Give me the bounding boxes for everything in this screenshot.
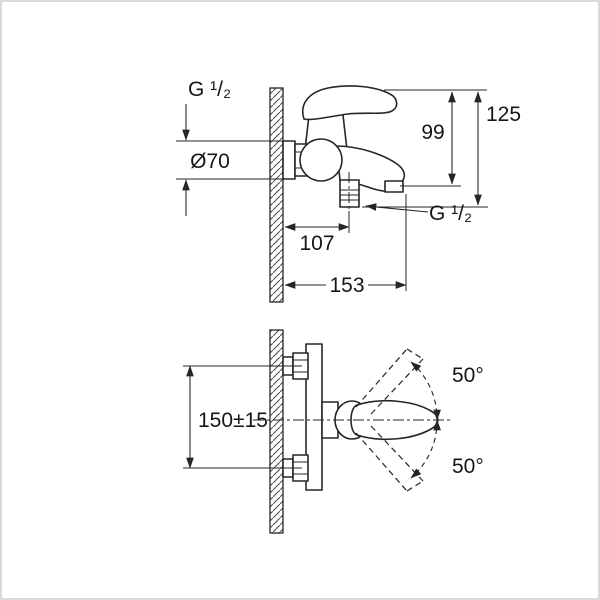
plan-dimensions: 150±15 50° 50° [183,364,484,478]
label-connection-distance: 150±15 [198,409,268,432]
side-dimensions: G ¹/₂ Ø70 99 125 G ¹/₂ 107 153 [176,78,521,297]
label-total-depth: 153 [329,274,364,297]
handle-swing-range [355,348,442,492]
leader-outlet-thread [365,203,429,213]
label-swing-down: 50° [452,455,484,478]
mixer-body [299,138,343,182]
swing-down-outline [406,480,424,492]
faucet-side-view [282,85,406,226]
label-total-height: 125 [486,103,521,126]
top-view: G ¹/₂ Ø70 99 125 G ¹/₂ 107 153 [176,78,521,303]
swing-down-outline [355,432,408,492]
label-outlet-thread: G ¹/₂ [429,202,472,225]
bottom-view: 150±15 50° 50° [183,329,484,534]
swing-arc-up [410,361,442,421]
swing-arc-down [410,419,442,479]
label-swing-up: 50° [452,364,484,387]
wall-section-side [269,87,284,303]
swing-up-outline [355,348,408,408]
label-outlet-distance: 107 [299,232,334,255]
swing-up-outline [406,348,424,360]
lever-handle [302,85,398,121]
label-inlet-thread: G ¹/₂ [188,78,231,101]
wall-section-plan [269,329,284,534]
wall-flange [282,140,296,180]
label-escutcheon-diameter: Ø70 [190,150,230,173]
label-spout-height: 99 [421,121,444,144]
